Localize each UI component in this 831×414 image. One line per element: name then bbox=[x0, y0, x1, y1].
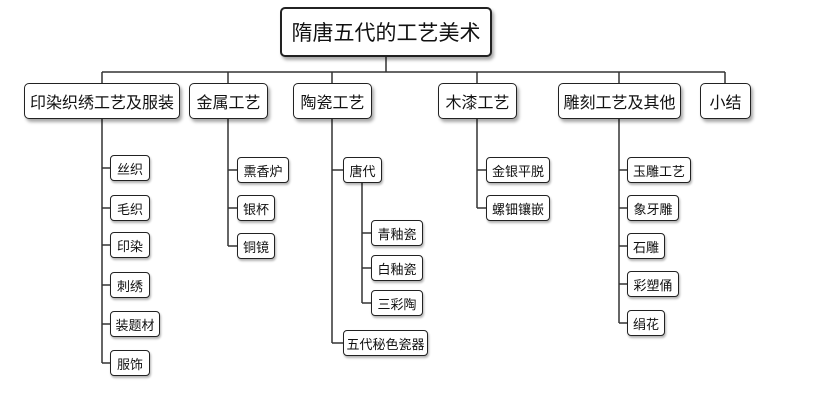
leaf-mise-porcelain: 五代秘色瓷器 bbox=[343, 330, 428, 356]
leaf-white-glaze: 白釉瓷 bbox=[371, 255, 423, 281]
leaf-embroidery: 刺绣 bbox=[110, 272, 150, 298]
leaf-silk-weaving: 丝织 bbox=[110, 155, 150, 181]
leaf-tang-dynasty: 唐代 bbox=[343, 157, 382, 183]
leaf-tricolor-pottery: 三彩陶 bbox=[371, 290, 423, 316]
category-ceramics: 陶瓷工艺 bbox=[293, 83, 372, 119]
category-summary: 小结 bbox=[700, 83, 751, 119]
leaf-stone-carving: 石雕 bbox=[627, 233, 665, 259]
leaf-ivory-carving: 象牙雕 bbox=[627, 195, 679, 221]
category-carving-other: 雕刻工艺及其他 bbox=[558, 83, 681, 119]
leaf-mother-of-pearl: 螺钿镶嵌 bbox=[486, 195, 550, 221]
root-node: 隋唐五代的工艺美术 bbox=[280, 7, 492, 57]
category-textile-clothing: 印染织绣工艺及服装 bbox=[24, 83, 180, 119]
leaf-costume: 服饰 bbox=[110, 350, 150, 376]
leaf-bronze-mirror: 铜镜 bbox=[237, 233, 275, 259]
leaf-gold-silver-inlay: 金银平脱 bbox=[486, 157, 550, 183]
leaf-decor-themes: 装题材 bbox=[110, 311, 160, 337]
leaf-silver-cup: 银杯 bbox=[237, 195, 275, 221]
leaf-jade-carving: 玉雕工艺 bbox=[627, 157, 691, 183]
leaf-incense-burner: 熏香炉 bbox=[237, 157, 289, 183]
leaf-celadon: 青釉瓷 bbox=[371, 220, 423, 246]
leaf-painted-figurines: 彩塑俑 bbox=[627, 271, 679, 297]
leaf-silk-flowers: 绢花 bbox=[627, 310, 665, 336]
category-metalwork: 金属工艺 bbox=[189, 83, 268, 119]
leaf-wool-weaving: 毛织 bbox=[110, 195, 150, 221]
leaf-dyeing: 印染 bbox=[110, 232, 150, 258]
category-lacquerware: 木漆工艺 bbox=[438, 83, 517, 119]
